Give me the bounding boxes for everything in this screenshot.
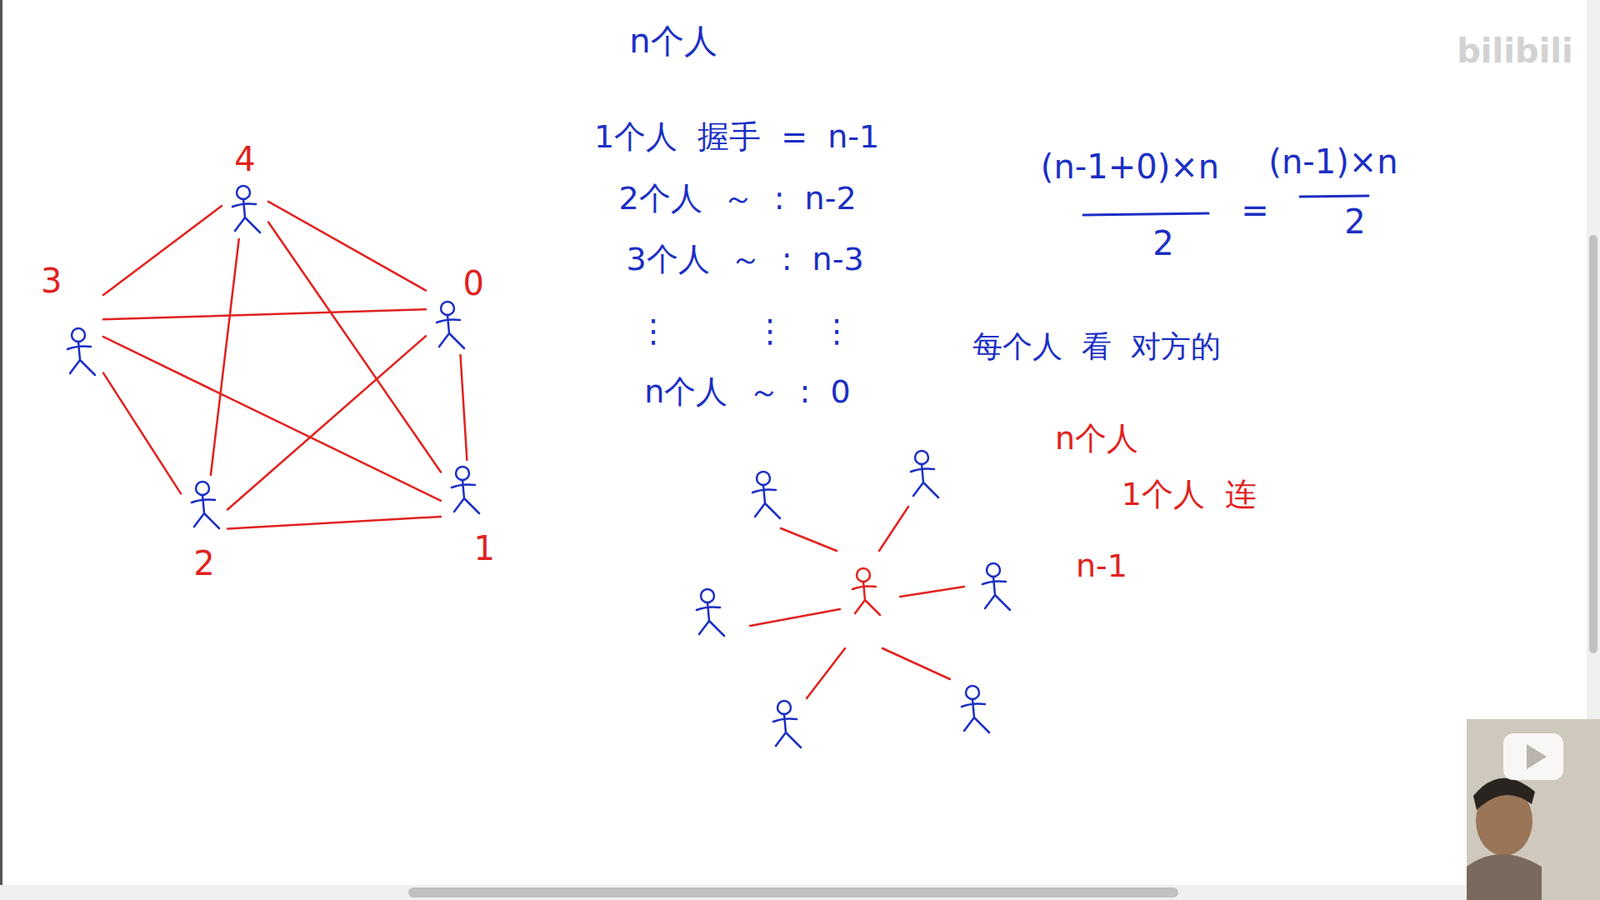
red-note: n-1	[1075, 549, 1128, 585]
stick-figure	[436, 301, 465, 349]
stick-figure	[910, 450, 939, 498]
person-node: 2	[185, 480, 223, 580]
callout-number: 2	[193, 546, 215, 580]
stick-figure	[982, 563, 1010, 610]
formula-term: =	[1240, 191, 1270, 229]
stick-figure	[445, 465, 483, 515]
fraction-bars	[1083, 195, 1369, 215]
scrollbar-thumb	[1589, 235, 1598, 654]
stick-figure	[226, 184, 264, 235]
scrollbar-track	[0, 885, 1600, 900]
stick-figure	[232, 185, 260, 233]
stick-figure	[752, 471, 780, 519]
person-node: 3	[40, 264, 99, 377]
scrollbar-thumb	[408, 887, 1179, 898]
handshake-line	[103, 373, 181, 495]
stick-figure	[185, 480, 223, 530]
stick-figure	[773, 700, 801, 748]
handshake-line	[210, 239, 240, 475]
video-thumbnail	[1466, 719, 1600, 900]
stick-figure	[430, 300, 468, 350]
formula-term: (n-1)×n	[1268, 143, 1398, 180]
formula-term: (n-1+0)×n	[1040, 148, 1220, 185]
red-note: 1个人 连	[1121, 477, 1257, 513]
stick-figure	[67, 328, 95, 375]
handwritten-note: 1个人 握手 = n-1	[594, 120, 880, 155]
handwritten-note: 2个人 ～ : n-2	[618, 181, 856, 217]
handshake-line	[103, 205, 222, 295]
watermark: bilibili	[1456, 32, 1574, 70]
stick-figure	[61, 326, 99, 377]
handshake-line	[268, 201, 426, 291]
handshake-line	[227, 516, 441, 529]
callout-number: 0	[463, 266, 485, 300]
stick-figure	[696, 589, 725, 636]
formula-term: 2	[1152, 225, 1174, 262]
red-note: n个人	[1055, 421, 1139, 457]
person-node: 0	[430, 266, 485, 350]
handwritten-note: 每个人 看 对方的	[972, 330, 1222, 364]
handshake-line	[103, 336, 441, 501]
ellipsis-dots: ⋮	[820, 314, 853, 350]
handshake-line	[268, 222, 441, 473]
person-node: 4	[226, 142, 264, 235]
handshake-line	[460, 355, 468, 460]
star-lines	[750, 506, 965, 699]
handshake-line	[103, 309, 426, 320]
stick-figure	[191, 481, 220, 529]
stick-figure	[961, 685, 990, 733]
callout-number: 4	[234, 142, 255, 176]
heading-note: n个人	[629, 22, 717, 60]
window-edge	[0, 0, 3, 900]
callout-number: 1	[474, 531, 495, 565]
stick-figure	[451, 466, 480, 514]
ellipsis-dots: ⋮	[637, 314, 670, 350]
handwritten-note: 3个人 ～ : n-3	[625, 242, 864, 278]
handshake-line	[227, 335, 426, 510]
handwritten-note: n个人 ～ : 0	[644, 375, 850, 410]
formula-term: 2	[1344, 203, 1365, 240]
center-person	[852, 568, 880, 615]
person-node: 1	[445, 465, 495, 565]
callout-number: 3	[40, 264, 62, 298]
ellipsis-dots: ⋮	[754, 314, 786, 350]
star-figures	[696, 450, 1010, 748]
